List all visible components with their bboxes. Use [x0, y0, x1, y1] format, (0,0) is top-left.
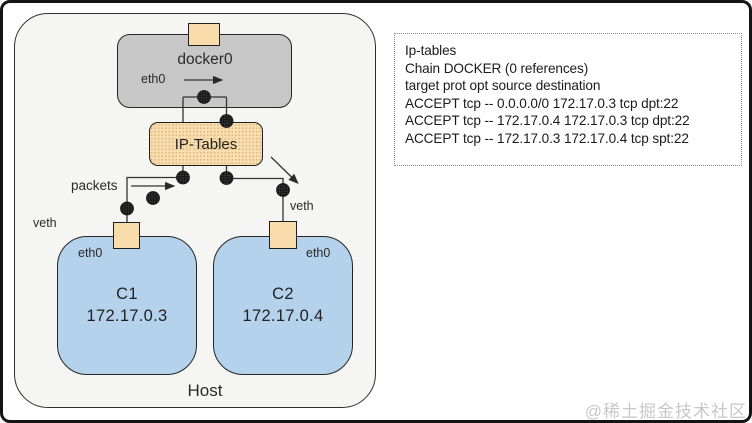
iptables-to-c2-line	[225, 166, 284, 221]
connector-overlay	[120, 75, 299, 222]
container-name: C2	[272, 285, 294, 303]
host-label: Host	[187, 381, 223, 400]
container-c1: C1 172.17.0.3	[57, 236, 197, 375]
packets-label: packets	[71, 178, 118, 193]
rules-chain-header: Chain DOCKER (0 references)	[405, 60, 589, 76]
watermark: @稀土掘金技术社区	[584, 402, 747, 421]
veth-port-c1	[113, 222, 140, 249]
c1-eth0-label: eth0	[78, 246, 103, 260]
rule-row: ACCEPT tcp -- 172.17.0.3 172.17.0.4 tcp …	[405, 130, 689, 146]
bridge-uplink-port	[188, 23, 220, 46]
packet-dot	[219, 114, 234, 128]
iptables-label: IP-Tables	[174, 135, 238, 153]
veth-right-label: veth	[290, 199, 314, 213]
packet-dot	[146, 191, 160, 205]
bridge-eth0-label: eth0	[141, 72, 166, 86]
packet-dot	[219, 171, 234, 185]
veth-port-c2	[269, 221, 297, 249]
container-name: C1	[116, 285, 138, 303]
packet-dot	[120, 201, 134, 216]
packet-dot	[276, 183, 290, 197]
rule-row: ACCEPT tcp -- 172.17.0.4 172.17.0.3 tcp …	[405, 113, 690, 129]
docker0-label: docker0	[177, 51, 233, 68]
c2-eth0-label: eth0	[306, 246, 331, 260]
packet-dot	[176, 170, 190, 185]
container-ip: 172.17.0.3	[86, 307, 168, 325]
veth-left-label: veth	[33, 216, 57, 230]
container-ip: 172.17.0.4	[242, 307, 324, 325]
iptables-rules-panel: Ip-tables Chain DOCKER (0 references) ta…	[394, 33, 742, 166]
veth-direction-arrow	[270, 156, 299, 185]
container-c2: C2 172.17.0.4	[213, 236, 353, 375]
packet-dot	[197, 90, 211, 104]
iptables-box: IP-Tables	[149, 122, 263, 166]
rules-column-header: target prot opt source destination	[405, 78, 601, 94]
rules-title: Ip-tables	[405, 43, 457, 58]
rule-row: ACCEPT tcp -- 0.0.0.0/0 172.17.0.3 tcp d…	[405, 95, 679, 111]
